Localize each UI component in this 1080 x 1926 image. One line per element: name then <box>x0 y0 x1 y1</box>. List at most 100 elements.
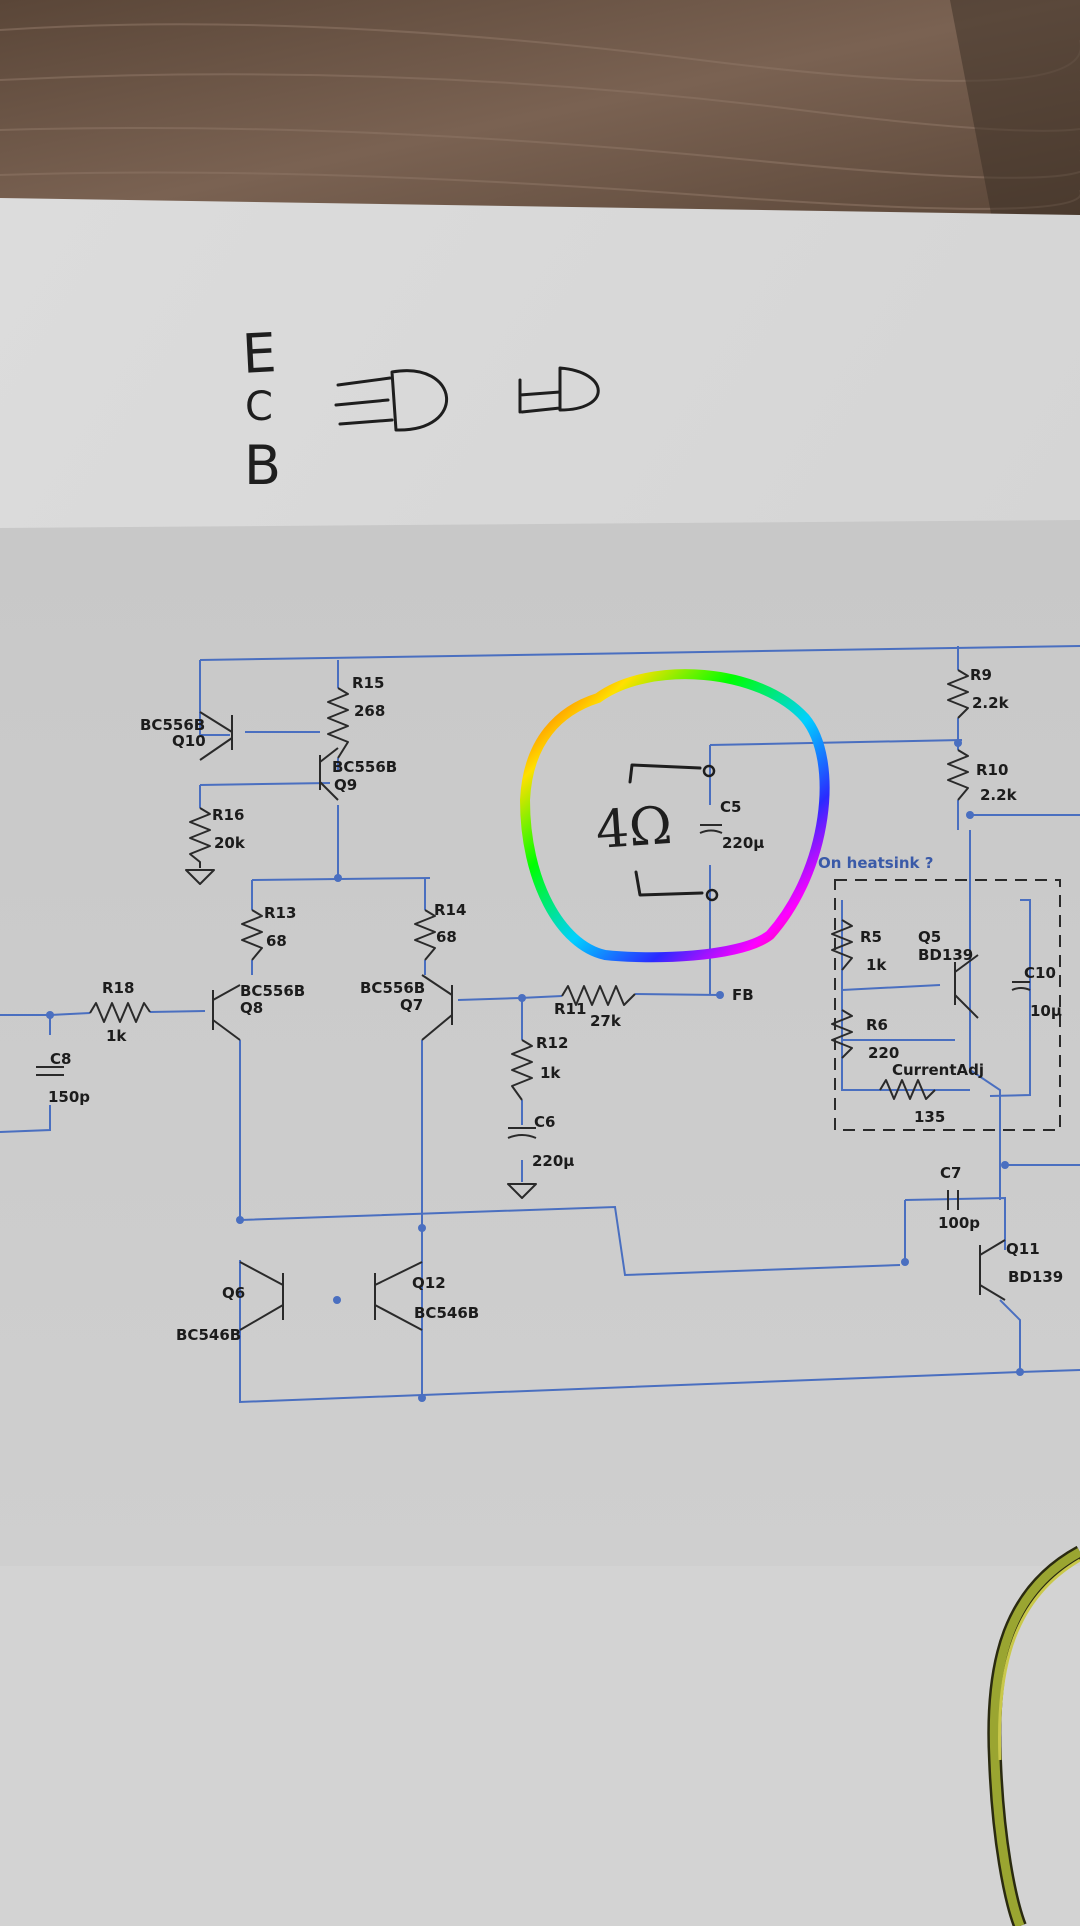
label-c6-value: 220µ <box>532 1152 574 1170</box>
component-symbols <box>36 669 1031 1331</box>
annotation-bracket-top <box>628 763 702 784</box>
label-q5-value: BD139 <box>918 946 973 964</box>
label-r18-value: 1k <box>106 1027 127 1045</box>
label-c7-value: 100p <box>938 1214 980 1232</box>
transistor-q8 <box>212 984 241 1041</box>
label-r13-ref: R13 <box>264 904 296 922</box>
component-labels: R15 268 BC556B Q10 BC556B Q9 R16 20k R13… <box>48 666 1063 1344</box>
impedance-note: 4Ω <box>594 796 674 861</box>
junction-dots <box>46 739 1024 1402</box>
rainbow-annotation: 4Ω <box>519 669 830 963</box>
schematic-print-area <box>0 520 1080 1566</box>
transistor-sketch-front <box>334 369 449 432</box>
label-q9-ref: Q9 <box>334 776 357 794</box>
annotation-terminal-top <box>702 764 716 778</box>
transistor-q10 <box>199 711 233 761</box>
transistor-q6 <box>239 1261 284 1331</box>
transistor-q7 <box>421 974 453 1041</box>
transistor-q5 <box>954 954 979 1019</box>
label-r15-ref: R15 <box>352 674 384 692</box>
transistor-sketch-side <box>518 366 600 414</box>
pinout-letter-c: C <box>245 384 273 430</box>
label-q10-ref: Q10 <box>172 732 206 750</box>
label-r10-value: 2.2k <box>980 786 1018 804</box>
capacitor-c7 <box>947 1190 959 1210</box>
label-c6-ref: C6 <box>534 1113 555 1131</box>
capacitor-c10 <box>1011 981 1031 991</box>
label-q6-value: BC546B <box>176 1326 241 1344</box>
label-currentadj-ref: CurrentAdj <box>892 1061 984 1079</box>
resistor-r14 <box>414 909 436 961</box>
pinout-letter-e: E <box>241 321 278 386</box>
transistor-q11 <box>979 1239 1006 1301</box>
annotation-terminal-bottom <box>705 888 719 902</box>
resistor-r11 <box>561 985 636 1006</box>
label-q11-ref: Q11 <box>1006 1240 1040 1258</box>
label-currentadj-value: 135 <box>914 1108 945 1126</box>
resistor-r16 <box>189 807 211 868</box>
label-q6-ref: Q6 <box>222 1284 245 1302</box>
resistor-r6 <box>831 1009 853 1059</box>
resistor-r10 <box>947 749 969 801</box>
label-q12-value: BC546B <box>414 1304 479 1322</box>
label-c10-ref: C10 <box>1024 964 1056 982</box>
capacitor-c8 <box>36 1066 64 1076</box>
label-r14-value: 68 <box>436 928 457 946</box>
resistor-r5 <box>831 919 853 971</box>
label-q11-value: BD139 <box>1008 1268 1063 1286</box>
label-r6-value: 220 <box>868 1044 899 1062</box>
resistor-r9 <box>947 669 969 719</box>
label-r11-ref: R11 <box>554 1000 586 1018</box>
label-r12-value: 1k <box>540 1064 561 1082</box>
label-r11-value: 27k <box>590 1012 622 1030</box>
label-c5-value: 220µ <box>722 834 764 852</box>
label-q7-value: BC556B <box>360 979 425 997</box>
label-q12-ref: Q12 <box>412 1274 446 1292</box>
ground-r16 <box>185 869 215 885</box>
resistor-r12 <box>511 1039 533 1101</box>
earth-wire <box>987 1545 1080 1926</box>
label-r9-value: 2.2k <box>972 694 1010 712</box>
resistor-currentadj <box>879 1079 936 1100</box>
resistor-r15 <box>327 687 349 759</box>
label-r14-ref: R14 <box>434 901 466 919</box>
pinout-letter-b: B <box>244 434 281 497</box>
ground-c6 <box>507 1183 537 1199</box>
capacitor-c6 <box>507 1127 537 1139</box>
heatsink-label: On heatsink ? <box>818 854 933 872</box>
label-c8-ref: C8 <box>50 1050 71 1068</box>
resistor-r13 <box>241 909 263 961</box>
net-label-fb: FB <box>732 986 754 1004</box>
label-c10-value: 10µ <box>1030 1002 1062 1020</box>
label-r18-ref: R18 <box>102 979 134 997</box>
label-q5-ref: Q5 <box>918 928 941 946</box>
heatsink-boundary <box>834 879 1061 1131</box>
annotation-bracket-bottom <box>634 870 704 897</box>
label-q8-value: BC556B <box>240 982 305 1000</box>
lower-paper <box>0 1566 1080 1926</box>
label-r5-ref: R5 <box>860 928 882 946</box>
label-r9-ref: R9 <box>970 666 992 684</box>
label-c5-ref: C5 <box>720 798 741 816</box>
capacitor-c5 <box>699 824 723 834</box>
label-r16-ref: R16 <box>212 806 244 824</box>
resistor-r18 <box>89 1002 151 1023</box>
handwritten-pinout: E C B <box>241 321 600 497</box>
label-r16-value: 20k <box>214 834 246 852</box>
transistor-q9 <box>319 747 339 801</box>
label-r12-ref: R12 <box>536 1034 568 1052</box>
rainbow-circle <box>519 669 830 963</box>
label-r13-value: 68 <box>266 932 287 950</box>
wood-table <box>0 0 1080 230</box>
label-c8-value: 150p <box>48 1088 90 1106</box>
label-q9-value: BC556B <box>332 758 397 776</box>
label-r6-ref: R6 <box>866 1016 888 1034</box>
label-r5-value: 1k <box>866 956 887 974</box>
label-q10-value: BC556B <box>140 716 205 734</box>
label-c7-ref: C7 <box>940 1164 961 1182</box>
label-q8-ref: Q8 <box>240 999 263 1017</box>
label-q7-ref: Q7 <box>400 996 423 1014</box>
transistor-q12 <box>374 1261 423 1331</box>
label-r15-value: 268 <box>354 702 385 720</box>
